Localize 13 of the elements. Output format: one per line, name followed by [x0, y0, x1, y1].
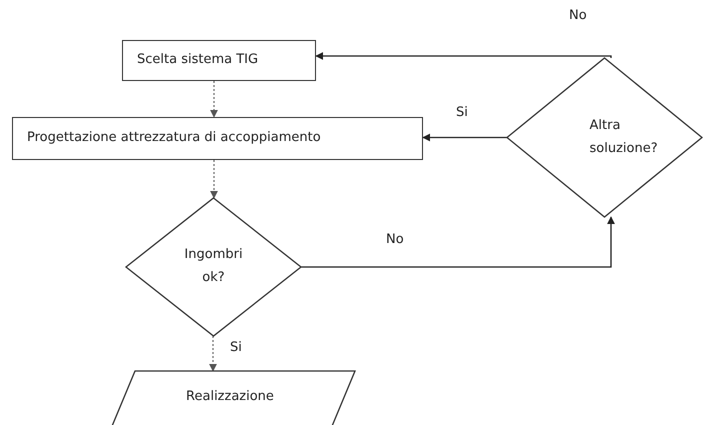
arrow: [210, 160, 218, 199]
arrow: [315, 52, 612, 60]
node-label: Progettazione attrezzatura di accoppiamento: [27, 129, 321, 148]
arrow: [422, 134, 507, 142]
arrow: [210, 80, 218, 118]
node-label: Altra soluzione?: [590, 116, 659, 158]
process-box: [12, 117, 423, 160]
node-label: Ingombri ok?: [183, 246, 244, 287]
node-label: Scelta sistema TIG: [137, 51, 258, 70]
process-box: [122, 40, 316, 81]
arrow: [301, 216, 615, 268]
arrow: [209, 336, 217, 372]
node-label: Realizzazione: [186, 388, 274, 406]
